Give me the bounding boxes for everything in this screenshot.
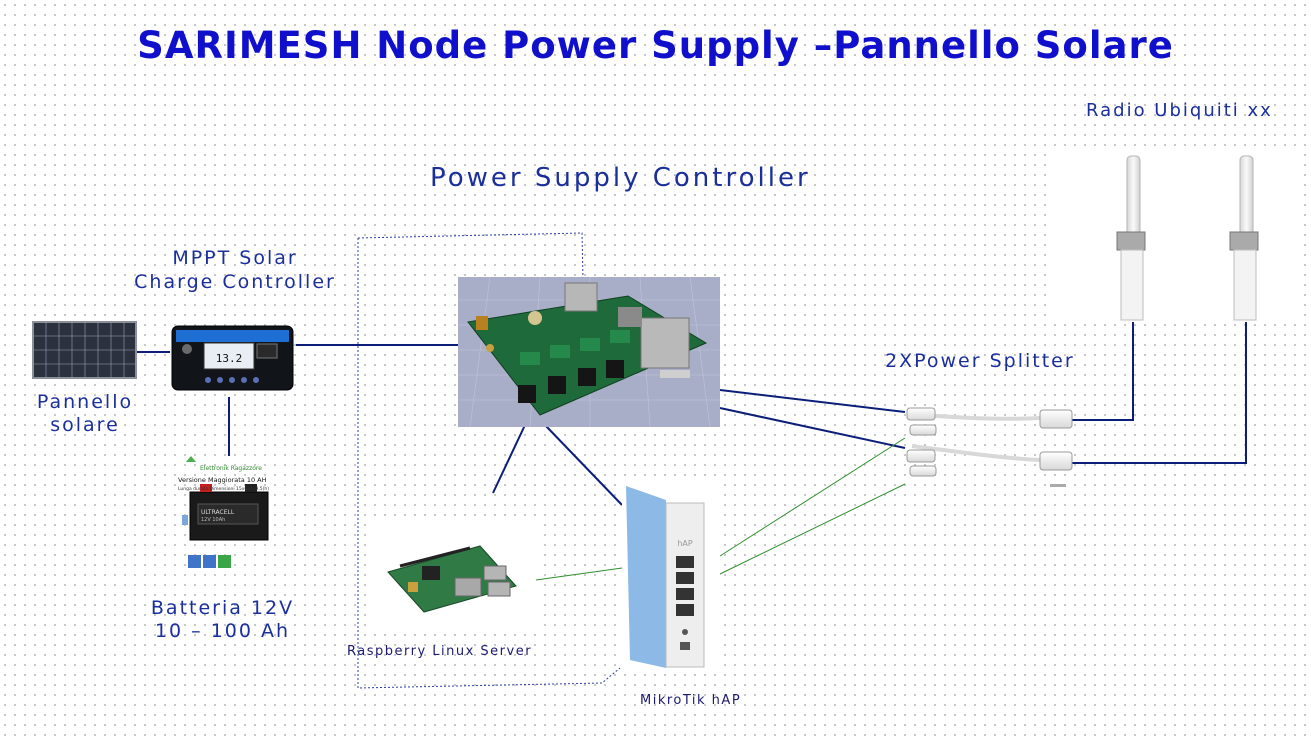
battery-brand-label: ULTRACELL (201, 509, 235, 516)
antenna-1 (1126, 155, 1141, 237)
ethernet-wires (535, 437, 906, 581)
battery (182, 456, 269, 568)
power-splitter-label: 2XPower Splitter (885, 350, 1075, 372)
battery-brand: Elettronik Ragazzore (200, 465, 262, 472)
battery-label: Batteria 12V 10 – 100 Ah (140, 597, 305, 643)
wire-psc-splitter2 (719, 407, 906, 449)
mppt-label: MPPT Solar Charge Controller (130, 246, 340, 294)
pannello-label-line2: solare (50, 414, 120, 436)
solar-panel (32, 321, 137, 379)
power-splitters (906, 407, 1073, 487)
battery-version: Versione Maggiorata 10 AH (178, 476, 267, 484)
splitter-2 (1039, 451, 1073, 471)
mikrotik-router (622, 482, 720, 670)
raspberry-label: Raspberry Linux Server (347, 644, 533, 659)
controller-display-reading: 13.2 (216, 352, 243, 365)
radio-ubiquiti-label: Radio Ubiquiti xx (1086, 100, 1273, 121)
battery-label-line2: 10 – 100 Ah (154, 620, 291, 642)
mppt-label-line1: MPPT Solar (172, 247, 298, 269)
pannello-label-line1: Pannello (36, 391, 134, 413)
power-wires (136, 320, 1247, 506)
mikrotik-label: MikroTik hAP (640, 693, 742, 708)
eth-mikrotik-splitter1 (719, 437, 906, 557)
psc-board (458, 276, 720, 428)
mikrotik-logo: hAP (677, 539, 693, 548)
wire-splitter-radio1 (1072, 320, 1134, 421)
battery-label-line1: Batteria 12V (150, 597, 295, 619)
power-supply-enclosure (357, 232, 621, 689)
antenna-2 (1239, 155, 1254, 237)
pannello-label: Pannello solare (20, 391, 150, 437)
wire-psc-splitter1 (719, 389, 906, 413)
mppt-label-line2: Charge Controller (134, 271, 336, 293)
battery-capacity: 12V 10Ah (201, 517, 225, 523)
eth-mikrotik-splitter2 (719, 483, 906, 575)
battery-subtitle: Lunga durata Dimensioni 15x6x6x9,5(h) (178, 486, 269, 492)
raspberry-pi (368, 522, 536, 632)
wire-psc-mikrotik (544, 424, 623, 506)
mppt-controller (171, 325, 294, 391)
splitter-1 (1039, 409, 1073, 429)
eth-raspberry-mikrotik (535, 567, 623, 581)
power-supply-controller-label: Power Supply Controller (430, 163, 811, 193)
radio-antennas (1048, 150, 1304, 322)
wire-splitter-radio2 (1072, 320, 1247, 464)
wire-psc-raspberry (492, 424, 526, 494)
diagram-title: SARIMESH Node Power Supply –Pannello Sol… (137, 24, 1174, 67)
